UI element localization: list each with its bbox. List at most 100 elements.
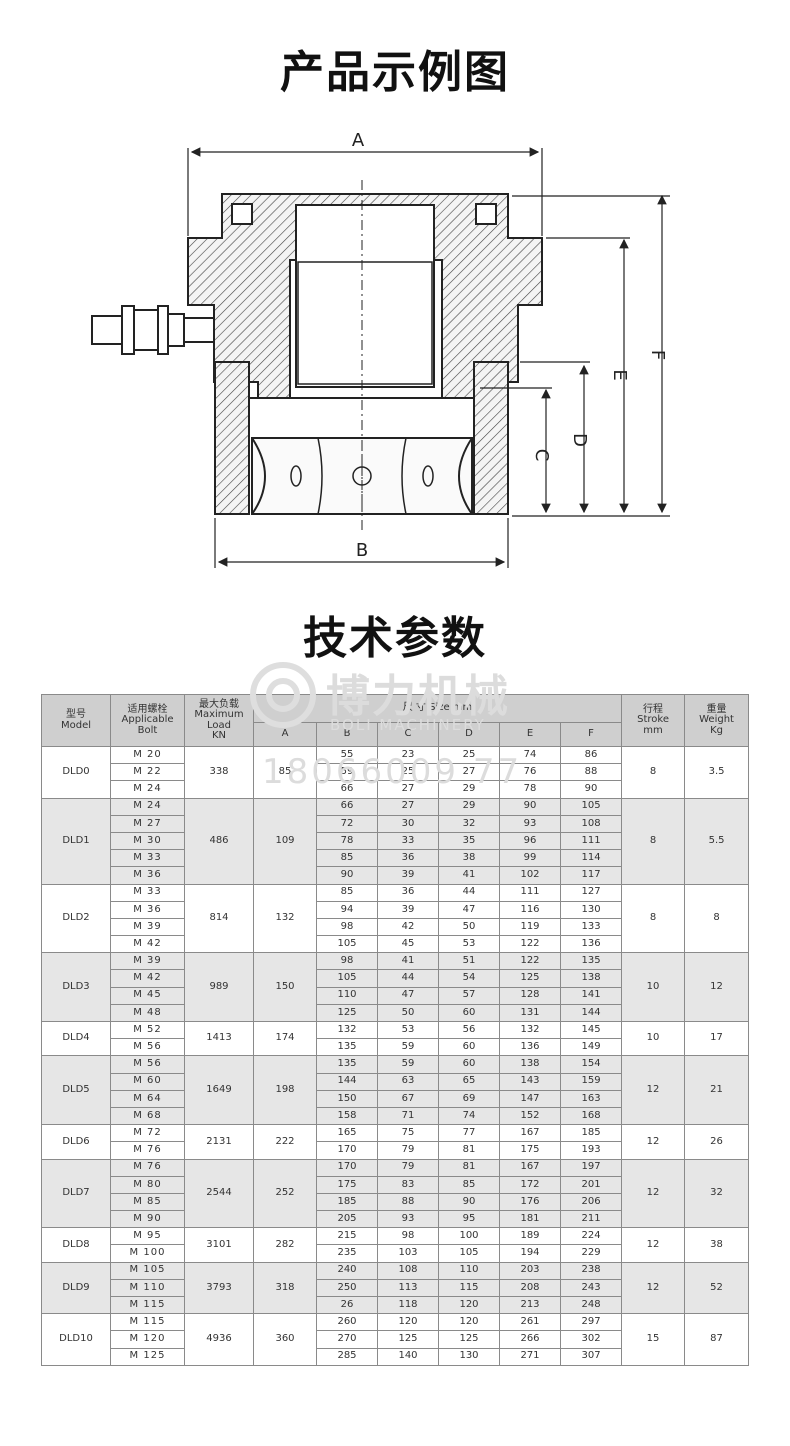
bolt-cell: M 24 xyxy=(110,780,185,799)
size-f-cell: 108 xyxy=(559,814,623,833)
size-b-cell: 98 xyxy=(316,952,378,971)
size-d-cell: 60 xyxy=(438,1038,500,1057)
size-f-cell: 238 xyxy=(559,1261,623,1280)
size-d-cell: 41 xyxy=(438,866,500,885)
load-cell: 486 xyxy=(184,797,254,885)
bolt-cell: M 42 xyxy=(110,935,185,954)
size-d-cell: 44 xyxy=(438,883,500,902)
size-c-cell: 59 xyxy=(377,1038,439,1057)
weight-cell: 38 xyxy=(684,1227,750,1263)
stroke-cell: 12 xyxy=(621,1158,686,1229)
size-f-cell: 105 xyxy=(559,797,623,816)
size-c-cell: 113 xyxy=(377,1278,439,1298)
bolt-cell: M 30 xyxy=(110,831,185,851)
bolt-cell: M 48 xyxy=(110,1003,185,1023)
bolt-cell: M 95 xyxy=(110,1227,185,1246)
weight-cell: 3.5 xyxy=(684,746,750,799)
size-a-cell: 252 xyxy=(253,1158,317,1229)
size-e-cell: 175 xyxy=(499,1141,561,1160)
size-c-cell: 27 xyxy=(377,780,439,799)
size-c-cell: 83 xyxy=(377,1175,439,1194)
size-b-cell: 105 xyxy=(316,969,378,988)
size-c-cell: 59 xyxy=(377,1055,439,1074)
size-f-cell: 141 xyxy=(559,986,623,1005)
size-b-cell: 132 xyxy=(316,1020,378,1040)
bolt-cell: M 45 xyxy=(110,986,185,1005)
size-b-cell: 175 xyxy=(316,1175,378,1194)
bolt-cell: M 56 xyxy=(110,1055,185,1074)
size-a-cell: 318 xyxy=(253,1261,317,1315)
weight-cell: 12 xyxy=(684,952,750,1022)
load-cell: 338 xyxy=(184,746,254,799)
size-f-cell: 307 xyxy=(559,1347,623,1366)
stroke-cell: 12 xyxy=(621,1124,686,1160)
size-b-cell: 205 xyxy=(316,1210,378,1229)
bolt-cell: M 115 xyxy=(110,1313,185,1332)
size-d-cell: 29 xyxy=(438,780,500,799)
header-a: A xyxy=(253,722,317,747)
stroke-cell: 10 xyxy=(621,1020,686,1057)
size-e-cell: 99 xyxy=(499,849,561,868)
size-f-cell: 130 xyxy=(559,900,623,919)
size-f-cell: 138 xyxy=(559,969,623,988)
size-b-cell: 285 xyxy=(316,1347,378,1366)
size-e-cell: 213 xyxy=(499,1295,561,1315)
size-d-cell: 77 xyxy=(438,1124,500,1143)
size-f-cell: 201 xyxy=(559,1175,623,1194)
load-cell: 1649 xyxy=(184,1055,254,1126)
size-f-cell: 86 xyxy=(559,745,623,765)
bolt-cell: M 90 xyxy=(110,1210,185,1229)
size-e-cell: 90 xyxy=(499,797,561,816)
load-cell: 3793 xyxy=(184,1261,254,1315)
size-c-cell: 39 xyxy=(377,900,439,919)
size-c-cell: 27 xyxy=(377,797,439,816)
size-b-cell: 90 xyxy=(316,866,378,885)
size-c-cell: 108 xyxy=(377,1261,439,1280)
bolt-cell: M 52 xyxy=(110,1020,185,1040)
size-e-cell: 93 xyxy=(499,814,561,833)
bolt-cell: M 20 xyxy=(110,745,185,765)
size-b-cell: 55 xyxy=(316,745,378,765)
size-d-cell: 105 xyxy=(438,1244,500,1263)
bolt-cell: M 115 xyxy=(110,1295,185,1315)
size-d-cell: 90 xyxy=(438,1192,500,1212)
model-cell: DLD6 xyxy=(41,1124,111,1160)
size-f-cell: 243 xyxy=(559,1278,623,1298)
size-d-cell: 25 xyxy=(438,745,500,765)
load-cell: 814 xyxy=(184,883,254,954)
size-f-cell: 145 xyxy=(559,1020,623,1040)
size-d-cell: 47 xyxy=(438,900,500,919)
bolt-cell: M 33 xyxy=(110,849,185,868)
size-c-cell: 45 xyxy=(377,935,439,954)
header-d: D xyxy=(438,722,500,747)
bolt-cell: M 39 xyxy=(110,952,185,971)
weight-cell: 26 xyxy=(684,1124,750,1160)
weight-cell: 5.5 xyxy=(684,797,750,885)
size-e-cell: 147 xyxy=(499,1089,561,1108)
size-c-cell: 33 xyxy=(377,831,439,851)
size-f-cell: 185 xyxy=(559,1124,623,1143)
weight-cell: 52 xyxy=(684,1261,750,1315)
size-b-cell: 85 xyxy=(316,849,378,868)
model-cell: DLD5 xyxy=(41,1055,111,1126)
bolt-cell: M 36 xyxy=(110,866,185,885)
size-f-cell: 88 xyxy=(559,763,623,782)
size-c-cell: 50 xyxy=(377,1003,439,1023)
dim-label-a: A xyxy=(352,130,365,151)
size-b-cell: 158 xyxy=(316,1106,378,1126)
bolt-cell: M 22 xyxy=(110,763,185,782)
size-b-cell: 78 xyxy=(316,831,378,851)
size-c-cell: 71 xyxy=(377,1106,439,1126)
bolt-cell: M 76 xyxy=(110,1158,185,1177)
bolt-cell: M 56 xyxy=(110,1038,185,1057)
size-e-cell: 119 xyxy=(499,917,561,937)
